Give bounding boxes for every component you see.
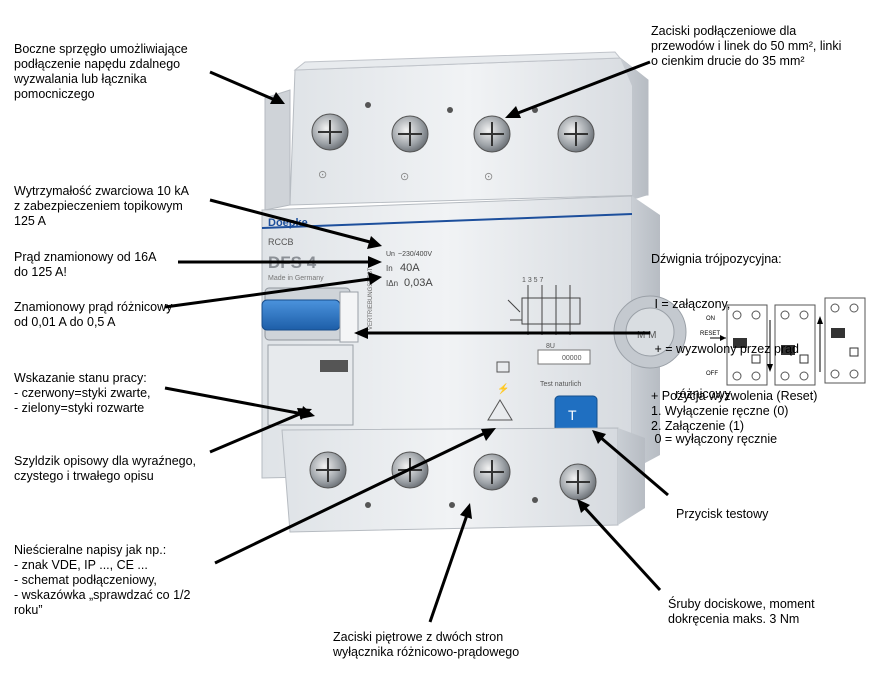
svg-text:Made in Germany: Made in Germany — [268, 275, 324, 282]
screw-icon — [557, 115, 595, 153]
svg-text:8U: 8U — [546, 343, 555, 350]
lever — [261, 287, 359, 343]
annotation-screws: Śruby dociskowe, moment dokręcenia maks.… — [668, 597, 815, 626]
svg-text:Un: Un — [386, 251, 395, 258]
svg-text:M M: M M — [637, 330, 656, 341]
svg-text:⊙: ⊙ — [400, 171, 409, 183]
screw-icon — [391, 115, 429, 153]
svg-text:1 3 5 7: 1 3 5 7 — [522, 277, 544, 284]
svg-text:40A: 40A — [400, 262, 420, 274]
svg-text:RCCB: RCCB — [268, 237, 294, 247]
svg-text:⚡: ⚡ — [497, 382, 509, 395]
svg-text:Test naturlich: Test naturlich — [540, 381, 581, 388]
annotation-reset: + Pozycja wyzwolenia (Reset) 1. Wyłączen… — [651, 389, 818, 433]
bottom-terminal-block — [281, 427, 645, 533]
screw-icon — [473, 115, 511, 153]
svg-text:VERTRIEBUNGSTEST: VERTRIEBUNGSTEST — [368, 267, 374, 330]
svg-text:~230/400V: ~230/400V — [398, 251, 432, 258]
lever-positions-diagram: ON RESET OFF — [700, 297, 866, 386]
annotation-side-coupling: Boczne sprzęgło umożliwiające podłączeni… — [14, 42, 188, 101]
callout-arrows — [164, 60, 669, 623]
svg-text:⊙: ⊙ — [484, 171, 493, 183]
svg-text:IΔn: IΔn — [386, 279, 398, 288]
svg-text:⊙: ⊙ — [318, 169, 327, 181]
annotation-lever: Dźwignia trójpozycyjna: I = załączony, +… — [651, 252, 799, 446]
test-button: T — [554, 395, 598, 433]
svg-text:ON: ON — [706, 316, 715, 322]
annotation-multi-terminals: Zaciski piętrowe z dwóch stron wyłącznik… — [333, 630, 520, 659]
svg-text:In: In — [386, 264, 393, 273]
screw-icon — [473, 453, 511, 491]
screw-icon — [559, 463, 597, 501]
annotation-test-button: Przycisk testowy — [676, 507, 769, 521]
annotation-terminals-top: Zaciski podłączeniowe dla przewodów i li… — [651, 24, 842, 68]
annotation-status: Wskazanie stanu pracy: - czerwony=styki … — [14, 371, 151, 415]
annotation-residual-current: Znamionowy prąd różnicowy od 0,01 A do 0… — [14, 300, 173, 329]
svg-text:OFF: OFF — [706, 371, 718, 377]
svg-text:0,03A: 0,03A — [404, 277, 433, 289]
annotation-label-plate: Szyldzik opisowy dla wyraźnego, czystego… — [14, 454, 197, 483]
annotation-rated-current: Prąd znamionowy od 16A do 125 A! — [14, 250, 157, 279]
screw-icon — [309, 451, 347, 489]
svg-text:T: T — [568, 407, 577, 423]
annotation-indelible: Nieścieralne napisy jak np.: - znak VDE,… — [14, 543, 191, 617]
svg-text:RESET: RESET — [700, 331, 720, 337]
top-screws: ⊙ ⊙ ⊙ — [311, 102, 595, 183]
screw-icon — [311, 113, 349, 151]
brand-logo: Doepke — [268, 217, 308, 229]
top-terminal-block — [264, 51, 649, 211]
svg-text:00000: 00000 — [562, 355, 582, 362]
annotation-short-circuit: Wytrzymałość zwarciowa 10 kA z zabezpiec… — [14, 184, 189, 228]
